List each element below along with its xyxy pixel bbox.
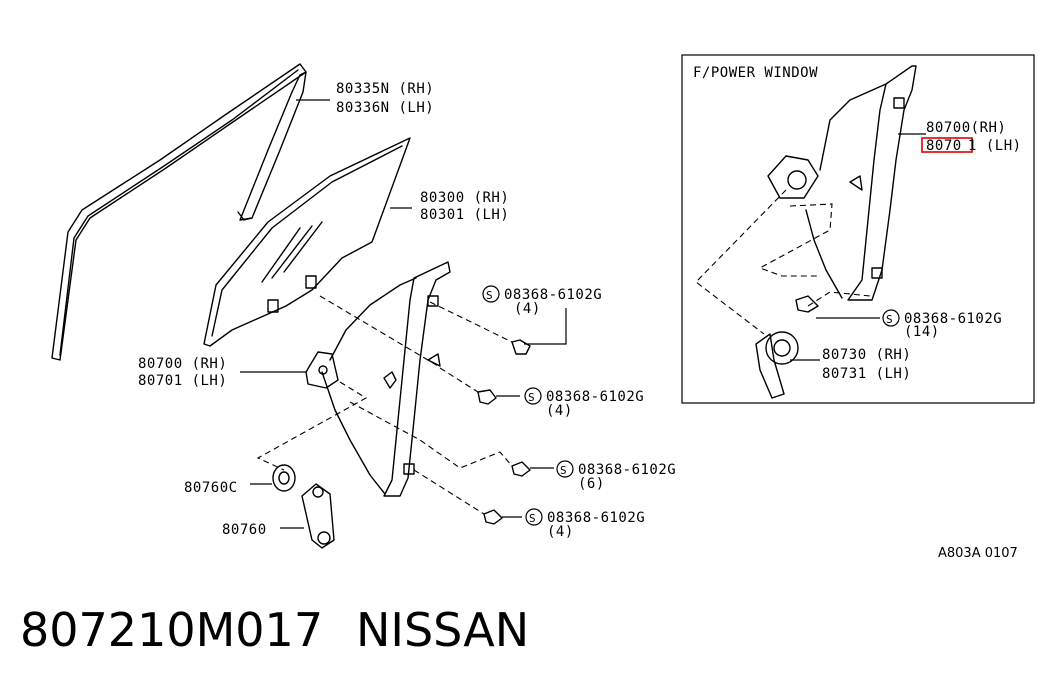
s-mark: S [560, 464, 567, 477]
division-channel [237, 71, 307, 221]
label-glass-lh: 80301 (LH) [420, 207, 509, 223]
s-mark-icon [525, 508, 543, 526]
label-sash-lh: 80336N (LH) [336, 100, 434, 116]
label-glass-rh: 80300 (RH) [420, 190, 509, 206]
inset-label-bolt-qty: (14) [904, 324, 940, 340]
escutcheon-icon [272, 464, 296, 492]
label-escutcheon: 80760C [184, 480, 238, 496]
label-handle: 80760 [222, 522, 267, 538]
door-sash-run-channel [51, 63, 307, 361]
window-handle-icon [301, 483, 335, 549]
inset-title: F/POWER WINDOW [693, 65, 818, 81]
label-bolt-3: 08368-6102G [578, 462, 676, 478]
label-bolt-2-qty: (4) [546, 403, 573, 419]
label-bolt-4-qty: (4) [547, 524, 574, 540]
leader-lines [240, 99, 567, 529]
s-mark-icon [524, 387, 542, 405]
label-motor-lh: 80731 (LH) [822, 366, 911, 382]
inset-label-regulator-rh: 80700(RH) [926, 120, 1006, 136]
power-window-inset: F/POWER WINDOW 80700(RH) 8070 1 (LH) S 0… [681, 54, 1035, 404]
label-bolt-2: 08368-6102G [546, 389, 644, 405]
bolt-icon [477, 339, 531, 525]
label-bolt-1-qty: (4) [514, 301, 541, 317]
inset-label-regulator-lh: 1 (LH) [968, 138, 1022, 154]
s-mark-icon [482, 285, 500, 303]
part-number: 807210M017 [20, 603, 323, 657]
label-motor-rh: 80730 (RH) [822, 347, 911, 363]
label-bolt-1: 08368-6102G [504, 287, 602, 303]
s-mark: S [529, 512, 536, 525]
label-sash-rh: 80335N (RH) [336, 81, 434, 97]
s-mark: S [886, 313, 893, 326]
highlight-box [921, 137, 973, 153]
window-regulator [305, 261, 451, 497]
s-mark-icon [882, 309, 900, 327]
label-bolt-3-qty: (6) [578, 476, 605, 492]
inset-label-bolt: 08368-6102G [904, 311, 1002, 327]
label-bolt-4: 08368-6102G [547, 510, 645, 526]
brand-name: NISSAN [356, 603, 529, 657]
label-regulator-rh: 80700 (RH) [138, 356, 227, 372]
s-mark: S [528, 391, 535, 404]
door-glass [203, 137, 411, 347]
label-regulator-lh: 80701 (LH) [138, 373, 227, 389]
diagram-code: A803A 0107 [938, 546, 1018, 561]
s-mark-icon [556, 460, 574, 478]
s-mark: S [486, 289, 493, 302]
assembly-dashed-lines [256, 295, 513, 515]
inset-label-regulator-lh-highlight: 8070 [926, 138, 962, 154]
